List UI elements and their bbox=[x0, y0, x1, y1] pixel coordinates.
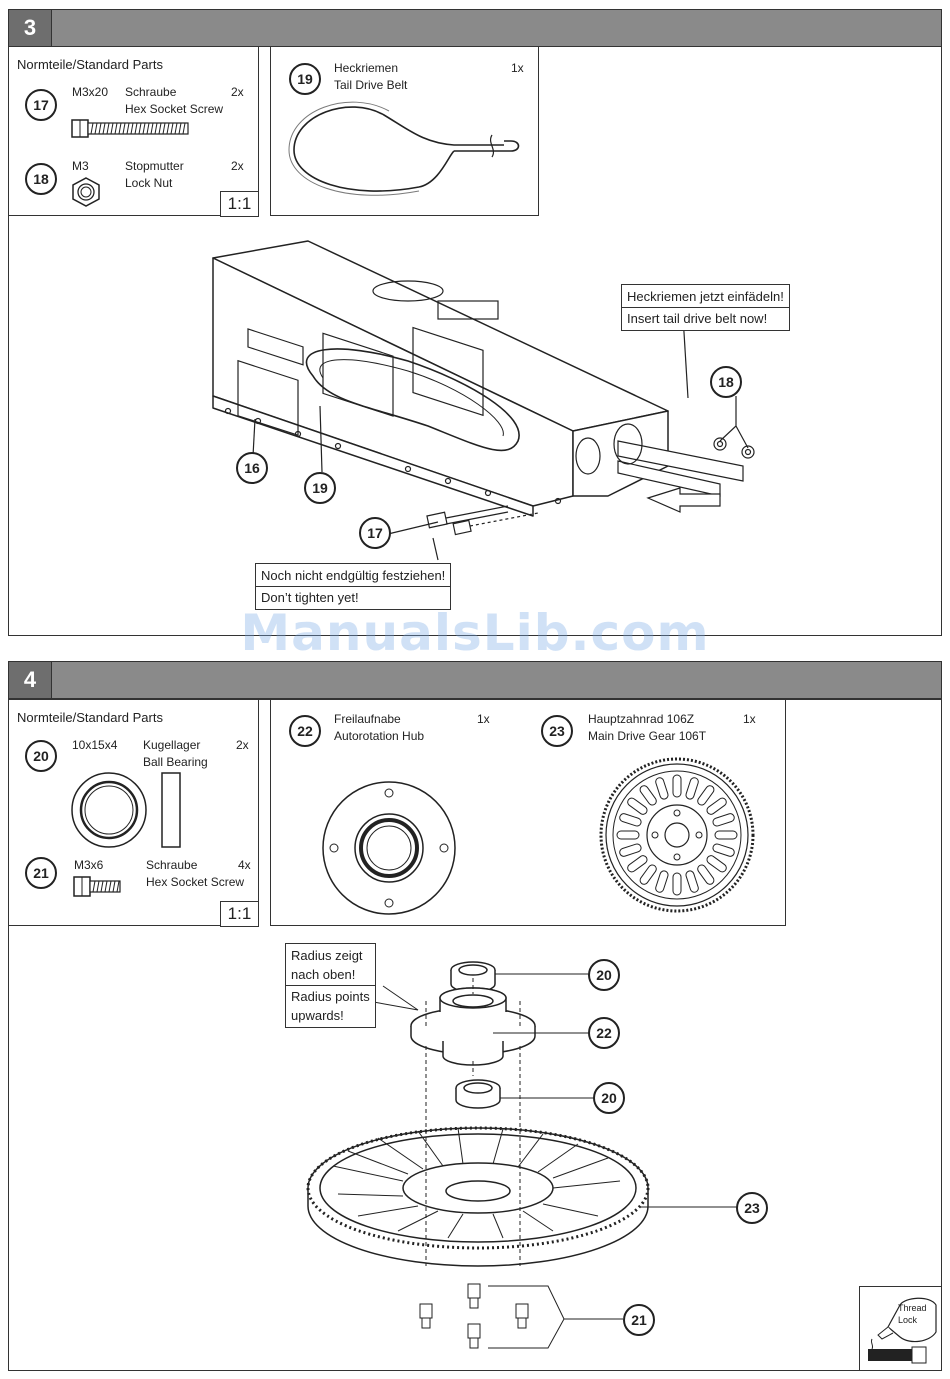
thread-lock-bottle-icon bbox=[868, 1297, 937, 1364]
step-3-header: 3 bbox=[8, 9, 942, 47]
part-name-de: Schraube bbox=[146, 858, 198, 872]
part-name-en: Hex Socket Screw bbox=[146, 875, 245, 889]
part-size: M3 bbox=[72, 159, 89, 173]
hub-callout: 22 bbox=[588, 1017, 620, 1049]
thread-lock-label-2: Lock bbox=[898, 1315, 918, 1325]
part-callout: 22 bbox=[289, 715, 321, 747]
hex-socket-screw-icon bbox=[71, 119, 189, 138]
scale-label: 1:1 bbox=[220, 901, 259, 927]
part-qty: 1x bbox=[511, 61, 524, 75]
tighten-note-de: Noch nicht endgültig festziehen! bbox=[261, 568, 446, 583]
part-size: 10x15x4 bbox=[72, 738, 118, 752]
watermark: ManualsLib.com bbox=[240, 604, 710, 662]
standard-parts-box: Normteile/Standard Parts 17 M3x20 Schrau… bbox=[8, 46, 259, 217]
parts-heading: Normteile/Standard Parts bbox=[17, 57, 163, 72]
autorotation-hub-icon bbox=[322, 781, 456, 915]
part-callout: 18 bbox=[25, 163, 57, 195]
bearing-callout: 20 bbox=[588, 959, 620, 991]
radius-note: Radius zeigt nach oben! Radius points up… bbox=[285, 943, 376, 1028]
part-size: M3x6 bbox=[74, 858, 104, 872]
part-name-en: Ball Bearing bbox=[143, 755, 208, 769]
hex-socket-screw-icon bbox=[73, 876, 121, 897]
ball-bearing-icon bbox=[71, 772, 181, 848]
gear-callout: 23 bbox=[736, 1192, 768, 1224]
radius-note-de-2: nach oben! bbox=[291, 967, 356, 982]
bearing-callout: 20 bbox=[593, 1082, 625, 1114]
gear-assembly-illustration bbox=[306, 961, 738, 1349]
parts-heading: Normteile/Standard Parts bbox=[17, 710, 163, 725]
part-callout: 23 bbox=[541, 715, 573, 747]
main-drive-gear-icon bbox=[599, 757, 755, 913]
part-callout: 17 bbox=[25, 89, 57, 121]
part-size: M3x20 bbox=[72, 85, 109, 99]
step-4-header: 4 bbox=[8, 661, 942, 699]
part-name-en: Lock Nut bbox=[125, 176, 173, 190]
hub-gear-box: 22 Freilaufnabe Autorotation Hub 1x 23 H… bbox=[270, 699, 786, 926]
part-name-de: Schraube bbox=[125, 85, 177, 99]
belt-note-en: Insert tail drive belt now! bbox=[627, 311, 768, 326]
locknut-callout: 18 bbox=[710, 366, 742, 398]
part-name-de: Kugellager bbox=[143, 738, 201, 752]
part-name-de: Hauptzahnrad 106Z bbox=[588, 712, 695, 726]
part-qty: 1x bbox=[743, 712, 756, 726]
tail-drive-belt-icon bbox=[288, 101, 520, 196]
screw-callout: 17 bbox=[359, 517, 391, 549]
radius-note-en-1: Radius points bbox=[291, 989, 370, 1004]
belt-note-de: Heckriemen jetzt einfädeln! bbox=[627, 289, 784, 304]
part-name-en: Main Drive Gear 106T bbox=[588, 729, 707, 743]
thread-lock-label-1: Thread bbox=[898, 1303, 927, 1313]
radius-note-de-1: Radius zeigt bbox=[291, 948, 363, 963]
part-qty: 2x bbox=[231, 159, 244, 173]
step-number: 4 bbox=[9, 662, 52, 698]
part-name-de: Stopmutter bbox=[125, 159, 184, 173]
frame-assembly-illustration bbox=[212, 240, 755, 561]
part-qty: 2x bbox=[236, 738, 249, 752]
part-qty: 4x bbox=[238, 858, 251, 872]
step-number: 3 bbox=[9, 10, 52, 46]
thread-lock-box: Thread Lock bbox=[859, 1286, 942, 1371]
part-callout: 20 bbox=[25, 740, 57, 772]
lock-nut-icon bbox=[72, 177, 100, 207]
part-qty: 1x bbox=[477, 712, 490, 726]
standard-parts-box: Normteile/Standard Parts 20 10x15x4 Kuge… bbox=[8, 699, 259, 927]
radius-note-en-2: upwards! bbox=[291, 1008, 344, 1023]
scale-label: 1:1 bbox=[220, 191, 259, 217]
tighten-note: Noch nicht endgültig festziehen! Don’t t… bbox=[255, 563, 452, 610]
part-name-en: Tail Drive Belt bbox=[334, 78, 408, 92]
screw-callout: 21 bbox=[623, 1304, 655, 1336]
part-name-en: Autorotation Hub bbox=[334, 729, 425, 743]
frame-callout: 16 bbox=[236, 452, 268, 484]
belt-note: Heckriemen jetzt einfädeln! Insert tail … bbox=[621, 284, 790, 331]
part-name-en: Hex Socket Screw bbox=[125, 102, 224, 116]
belt-callout: 19 bbox=[304, 472, 336, 504]
tail-belt-box: 19 Heckriemen Tail Drive Belt 1x bbox=[270, 46, 539, 216]
part-callout: 21 bbox=[25, 857, 57, 889]
part-callout: 19 bbox=[289, 63, 321, 95]
tighten-note-en: Don’t tighten yet! bbox=[261, 590, 359, 605]
part-name-de: Heckriemen bbox=[334, 61, 399, 75]
part-qty: 2x bbox=[231, 85, 244, 99]
part-name-de: Freilaufnabe bbox=[334, 712, 401, 726]
